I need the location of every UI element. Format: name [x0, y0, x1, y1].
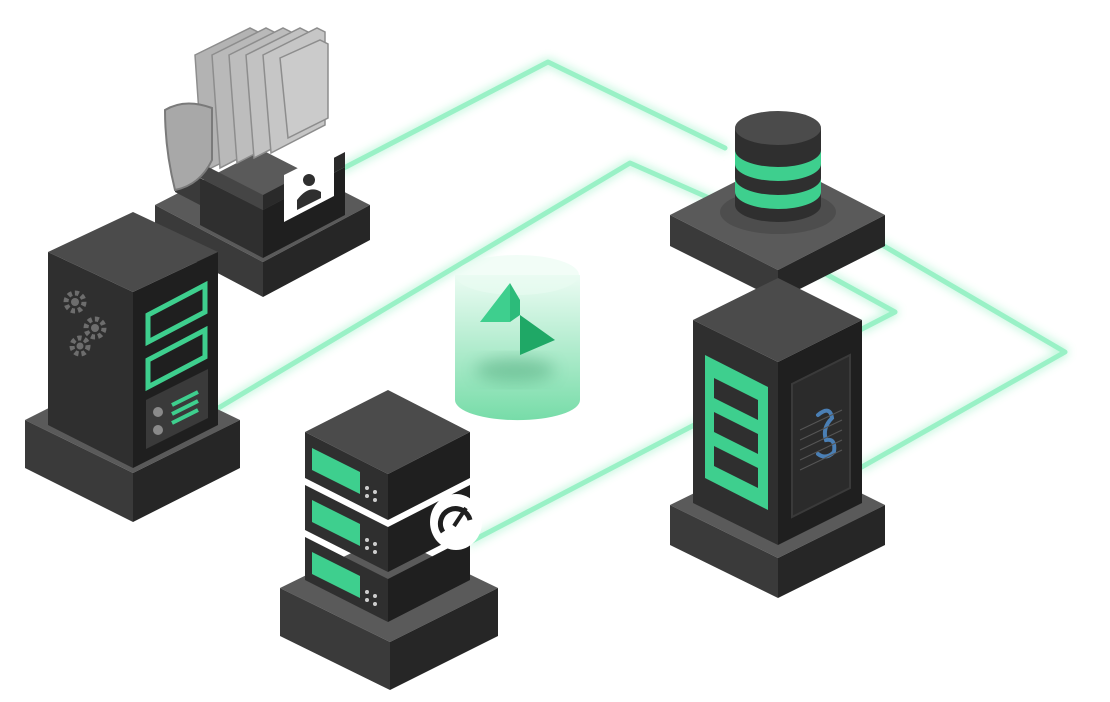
status-light: [153, 407, 163, 417]
file-storage-node: [155, 27, 370, 297]
drive-slot: [145, 325, 208, 392]
drive-bay: [714, 378, 758, 420]
compute-server-node: [25, 212, 240, 522]
file-cards: [194, 27, 329, 174]
link-compute-database: [212, 160, 728, 413]
link-rack-mysql: [467, 419, 703, 545]
gears-icon: [63, 290, 107, 357]
database-node: [670, 111, 885, 300]
central-hub: [455, 255, 580, 421]
dolphin-icon: [799, 408, 843, 471]
drive-slot: [145, 280, 208, 347]
rack-server-node: [280, 390, 498, 690]
rack-unit: [305, 390, 470, 520]
mysql-server-node: [670, 278, 885, 598]
menu-lines-icon: [171, 390, 199, 425]
link-storage-database: [337, 59, 728, 173]
link-database-mysql-inner: [812, 265, 898, 333]
drive-bay: [714, 412, 758, 454]
status-light: [153, 425, 163, 435]
lightning-bolt-icon: [480, 283, 555, 355]
database-icon: [735, 111, 821, 222]
connection-lines: [212, 59, 1068, 545]
link-database-mysql-outer: [857, 229, 1068, 471]
drive-bay: [714, 446, 758, 488]
user-profile-icon: [284, 150, 334, 222]
shield-icon: [163, 102, 213, 192]
speedometer-icon: [430, 494, 482, 550]
